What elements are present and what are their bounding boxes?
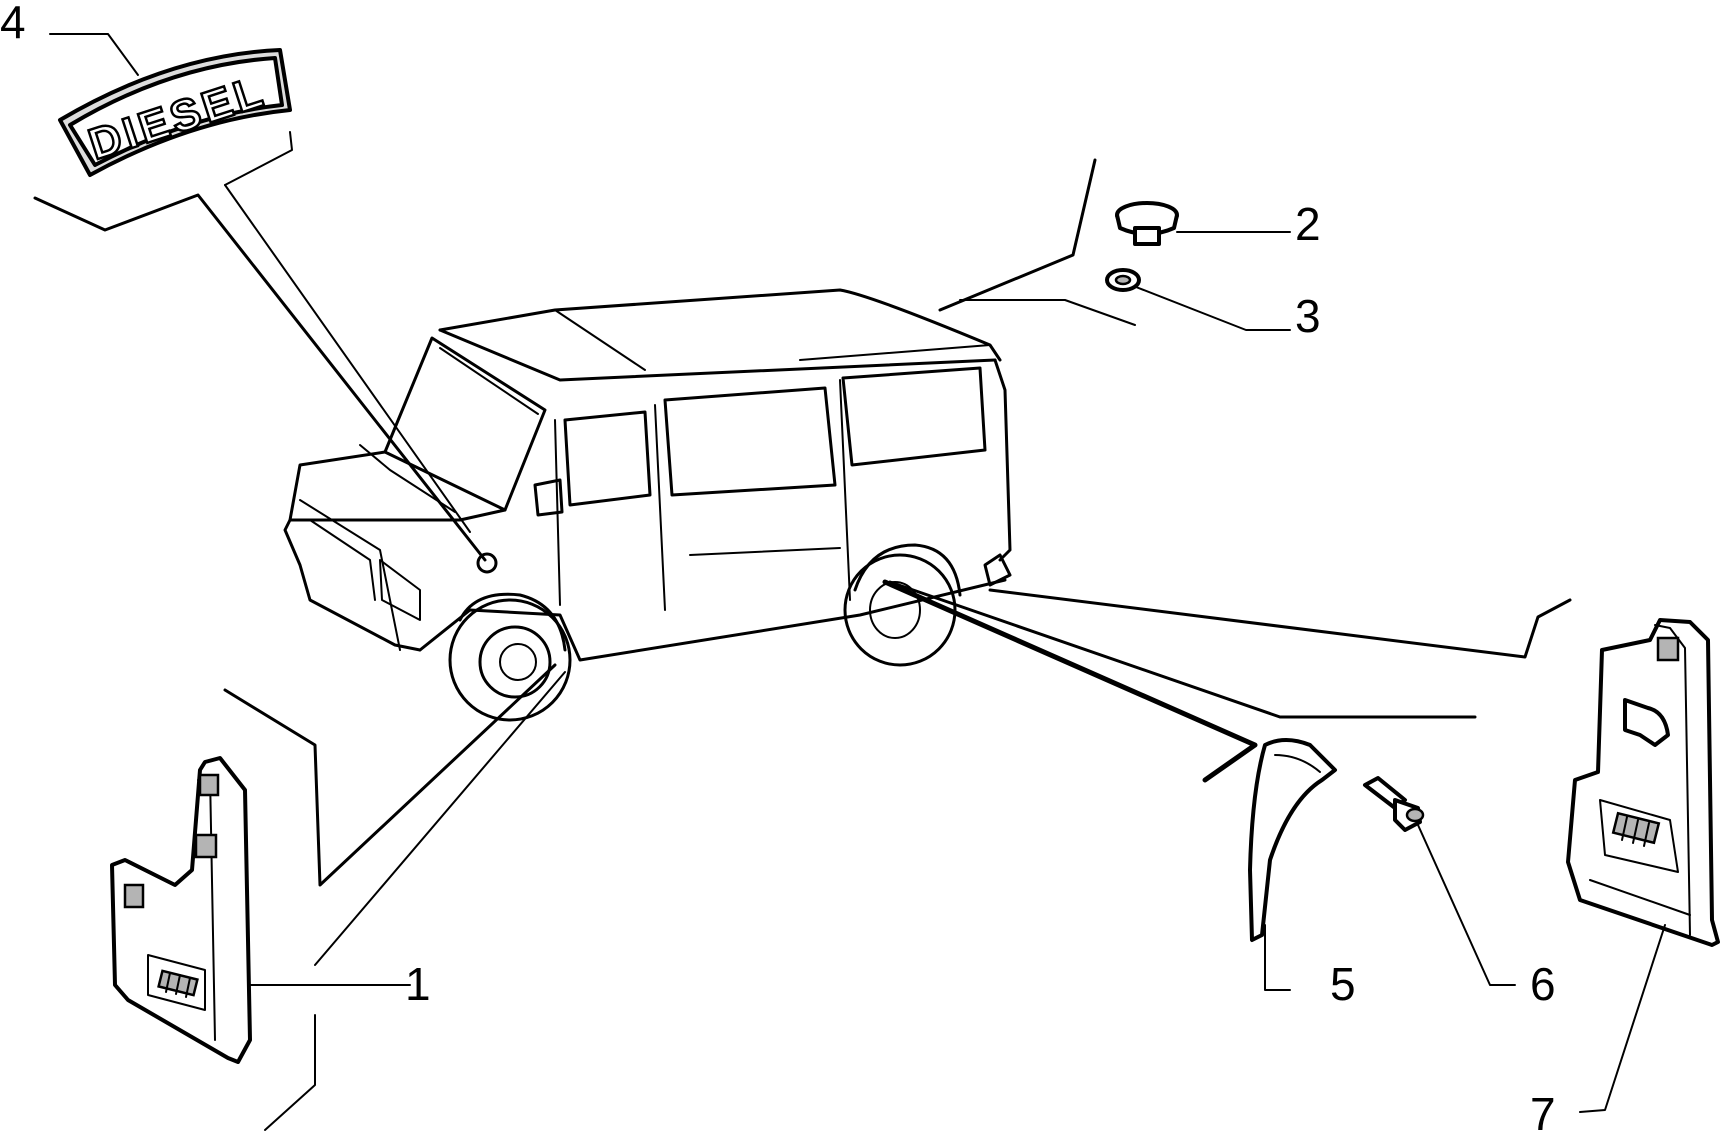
screw-part xyxy=(1363,776,1425,832)
callout-1: 1 xyxy=(405,958,431,1010)
diesel-badge: DIESEL xyxy=(58,48,292,177)
mud-flap-right xyxy=(1566,618,1720,947)
mud-flap-left xyxy=(110,756,252,1064)
callout-7: 7 xyxy=(1530,1088,1556,1136)
callout-numbers: 1 2 3 4 5 6 7 xyxy=(0,0,1556,1136)
cap-part xyxy=(1115,201,1179,246)
washer-part xyxy=(1105,268,1141,292)
van-illustration xyxy=(283,288,1012,722)
wheel-arch-trim xyxy=(1248,738,1337,942)
callout-6: 6 xyxy=(1530,958,1556,1010)
callout-5: 5 xyxy=(1330,958,1356,1010)
leader-lines xyxy=(33,33,1666,1131)
callout-4: 4 xyxy=(0,0,26,48)
callout-3: 3 xyxy=(1295,290,1321,342)
callout-2: 2 xyxy=(1295,198,1321,250)
